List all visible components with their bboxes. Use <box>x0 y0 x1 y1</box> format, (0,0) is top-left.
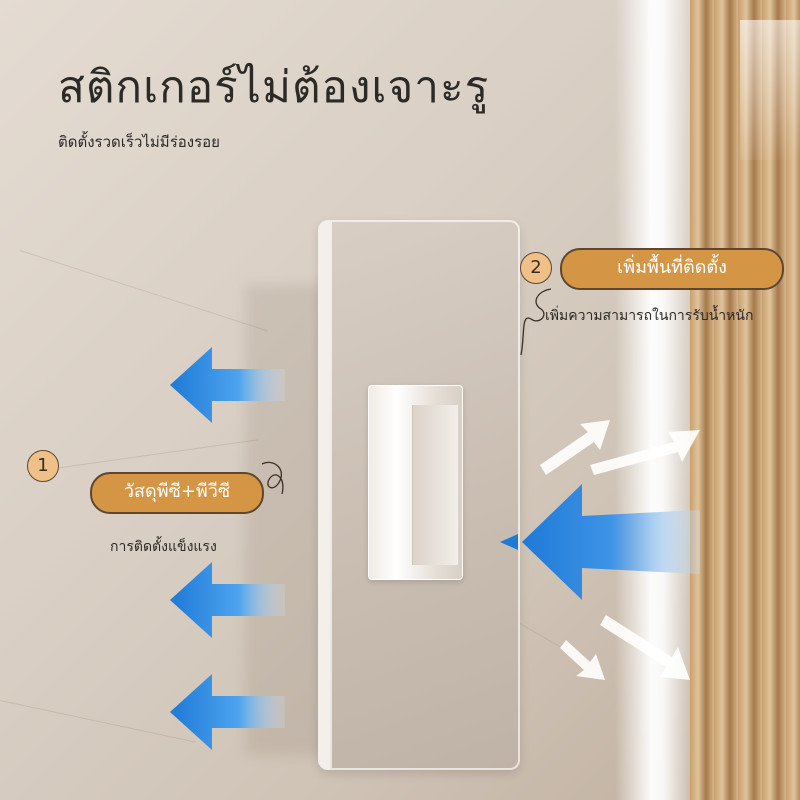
white-arrow-icon <box>560 640 605 680</box>
feature-2-label: เพิ่มพื้นที่ติดตั้ง <box>560 248 784 290</box>
feature-1-label: วัสดุพีซี+พีวีซี <box>90 472 264 514</box>
marble-vein <box>0 700 196 743</box>
feature-1-number-badge: 1 <box>27 450 59 482</box>
glass-reflection <box>740 20 800 160</box>
marble-vein <box>39 439 258 471</box>
page-subtitle: ติดตั้งรวดเร็วไม่มีร่องรอย <box>58 133 220 151</box>
feature-2-note: เพิ่มความสามารถในการรับน้ำหนัก <box>545 308 754 324</box>
swirl-decoration-icon <box>261 461 284 495</box>
white-arrow-icon <box>590 430 700 475</box>
left-arrow-icon <box>170 562 285 638</box>
feature-2-number-badge: 2 <box>520 252 552 284</box>
white-arrow-icon <box>600 615 690 680</box>
hook-slot <box>412 405 458 565</box>
adhesive-plate <box>318 220 520 770</box>
window-light <box>615 0 695 800</box>
marble-vein <box>19 250 268 332</box>
swirl-decoration-icon <box>520 288 552 356</box>
page-title: สติกเกอร์ไม่ต้องเจาะรู <box>58 62 490 113</box>
feature-1-note: การติดตั้งแข็งแรง <box>110 539 217 555</box>
left-arrow-icon <box>170 674 285 750</box>
left-arrow-icon <box>170 347 285 423</box>
white-arrow-icon <box>540 420 610 475</box>
right-arrow-icon <box>500 484 700 600</box>
